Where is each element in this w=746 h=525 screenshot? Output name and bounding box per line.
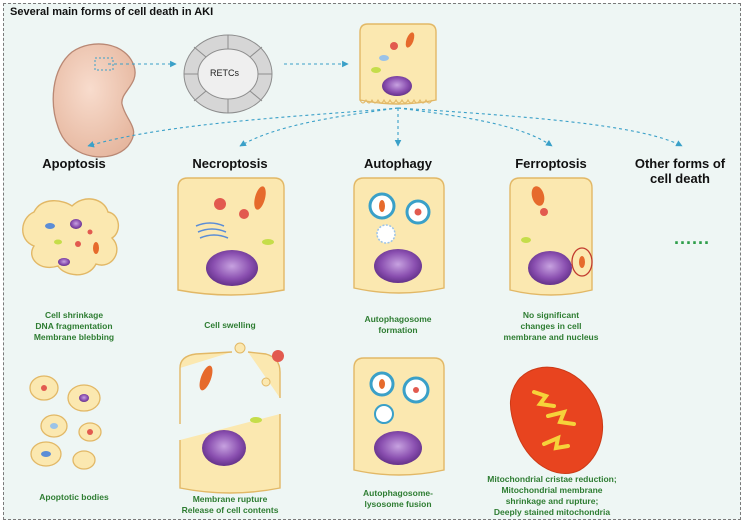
heading-autophagy: Autophagy	[364, 156, 432, 171]
autophagosome-cell	[353, 177, 445, 294]
arrow-to-ferroptosis	[397, 107, 553, 147]
caption-apoptosis-top: Cell shrinkage DNA fragmentation Membran…	[33, 310, 115, 343]
tubule-cross-section	[183, 34, 273, 114]
ferroptotic-cell	[509, 177, 593, 296]
caption-necroptosis-top: Cell swelling	[204, 320, 256, 330]
caption-ferroptosis-top: No significant changes in cell membrane …	[503, 310, 599, 343]
diagram-title: Several main forms of cell death in AKI	[10, 6, 214, 18]
autolysosome-cell	[353, 357, 445, 476]
arrow-to-other-forms	[397, 107, 683, 147]
retcs-label: RETCs	[210, 68, 239, 78]
arrow-to-apoptosis	[87, 107, 399, 148]
heading-apoptosis: Apoptosis	[42, 156, 106, 171]
heading-other-forms: Other forms of cell death	[634, 156, 726, 186]
ruptured-cell	[179, 342, 284, 494]
arrow-to-necroptosis	[239, 107, 399, 147]
retc-cell-top	[359, 23, 437, 105]
caption-ferroptosis-bottom: Mitochondrial cristae reduction; Mitocho…	[487, 474, 617, 518]
caption-apoptosis-bottom: Apoptotic bodies	[39, 492, 109, 502]
apoptotic-cell	[22, 198, 119, 276]
apoptotic-bodies	[29, 375, 102, 470]
caption-autophagy-top: Autophagosome formation	[364, 314, 432, 336]
kidney-illustration	[52, 43, 136, 158]
damaged-mitochondrion	[510, 366, 603, 475]
swollen-cell	[177, 177, 285, 296]
heading-necroptosis: Necroptosis	[192, 156, 268, 171]
other-forms-ellipsis: ......	[674, 228, 711, 248]
caption-necroptosis-bottom: Membrane rupture Release of cell content…	[181, 494, 279, 516]
caption-autophagy-bottom: Autophagosome- lysosome fusion	[363, 488, 433, 510]
heading-ferroptosis: Ferroptosis	[515, 156, 587, 171]
